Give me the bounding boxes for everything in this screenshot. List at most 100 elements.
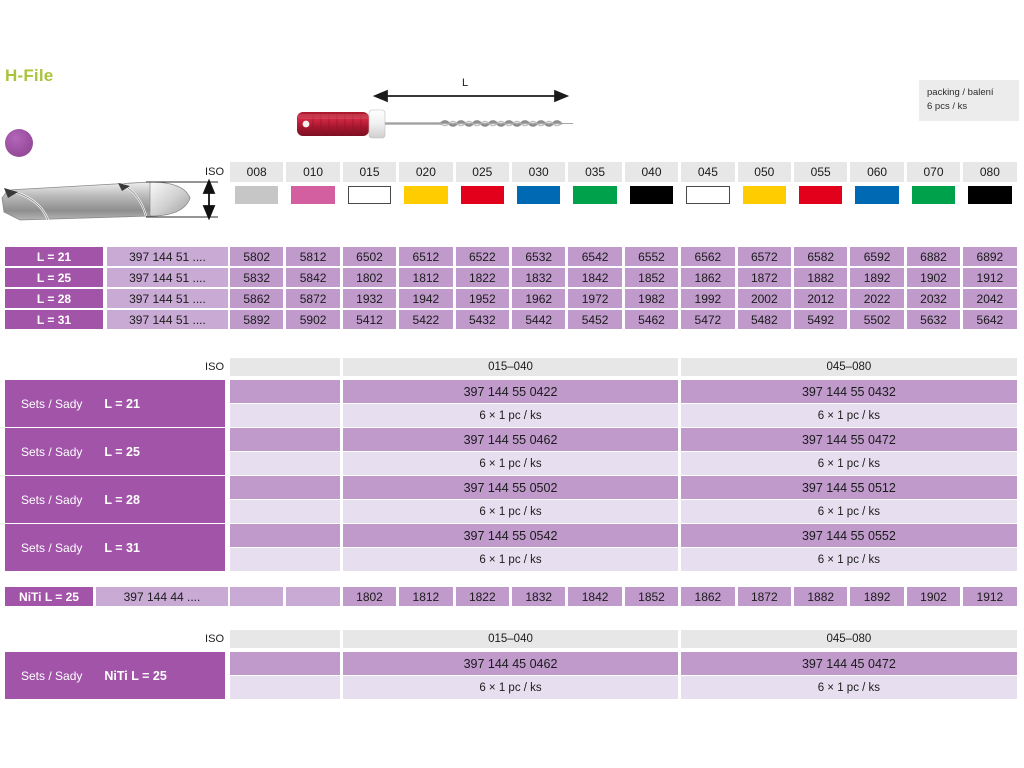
sets-iso-spacer [230,358,340,376]
sets-code-right: 397 144 55 0512 [681,476,1017,499]
row-base-code: 397 144 51 .... [107,289,228,308]
table-cell: 5892 [230,310,284,329]
brand-dot-icon [5,129,33,157]
table-cell: 1982 [624,289,679,308]
table-cell [230,587,284,606]
iso-color-swatch-045 [686,186,730,204]
table-cell: 5832 [230,268,284,287]
table-cell: 1872 [737,587,791,606]
row-length-label: L = 31 [5,310,103,329]
table-cell: 1882 [794,268,848,287]
h-file-instrument-illustration [283,78,593,148]
table-cell: 1862 [681,268,735,287]
table-cell: 2012 [794,289,848,308]
sets-code-right: 397 144 55 0552 [681,524,1017,547]
table-cell: 5452 [568,310,622,329]
sets-code-left: 397 144 55 0422 [342,380,679,403]
table-cell: 5642 [963,310,1017,329]
sets-spacer-cell [230,476,340,499]
sets-label-length: L = 28 [104,492,140,507]
iso-color-swatch-060 [855,186,899,204]
table-cell: 1902 [906,587,961,606]
table-cell: 1822 [455,268,509,287]
sets-spacer-cell [230,380,340,403]
table-cell: 5472 [681,310,735,329]
iso-color-swatch-070 [911,186,956,204]
sets-label-prefix: Sets / Sady [21,396,83,411]
iso-header-cell: 050 [737,162,791,182]
sets-quantity-right: 6 × 1 pc / ks [681,500,1017,523]
table-cell: 1842 [568,587,622,606]
sets-label-length: NiTi L = 25 [104,668,167,683]
iso-header-label: ISO [205,166,224,178]
row-length-label: L = 21 [5,247,103,266]
table-cell: 6592 [850,247,904,266]
table-cell: 6502 [342,247,397,266]
sets-spacer-cell [230,652,340,675]
table-cell: 2042 [963,289,1017,308]
table-cell: 5862 [230,289,284,308]
file-tip-magnified-illustration [0,168,218,230]
sets-label-length: L = 21 [104,396,140,411]
iso-color-swatch-row [0,186,1024,204]
sets-spacer-cell [230,452,340,475]
iso-header-cell: 015 [342,162,397,182]
table-cell: 6882 [906,247,961,266]
sets-quantity-left: 6 × 1 pc / ks [342,452,679,475]
sets-label-prefix: Sets / Sady [21,668,83,683]
sets-iso-spacer [230,630,340,648]
sets-code-right: 397 144 55 0472 [681,428,1017,451]
table-cell: 1912 [963,587,1017,606]
sets-code-right: 397 144 55 0432 [681,380,1017,403]
table-cell: 1802 [342,268,397,287]
sets-label-length: L = 31 [104,540,140,555]
table-cell: 1882 [794,587,848,606]
iso-color-swatch-030 [517,186,561,204]
row-base-code: 397 144 51 .... [107,247,228,266]
sets-quantity-right: 6 × 1 pc / ks [681,404,1017,427]
table-cell: 1822 [455,587,509,606]
sets-iso-range-left: 015–040 [342,630,679,648]
iso-header-row: ISO 008 010 015 020 025 030 035 040 045 … [0,162,1024,182]
table-cell: 5902 [286,310,340,329]
iso-color-swatch-010 [291,186,335,204]
iso-header-cell: 070 [906,162,961,182]
iso-header-cell: 060 [850,162,904,182]
table-cell: 1952 [455,289,509,308]
sets-iso-label: ISO [205,361,224,373]
iso-header-cell: 030 [512,162,566,182]
row-length-label: L = 28 [5,289,103,308]
iso-header-cell: 008 [230,162,284,182]
iso-header-cell: 080 [963,162,1017,182]
table-cell: 6532 [512,247,566,266]
table-cell: 5462 [624,310,679,329]
table-cell: 1852 [624,268,679,287]
table-cell [286,587,340,606]
table-cell: 5432 [455,310,509,329]
iso-color-swatch-055 [799,186,843,204]
table-cell: 1852 [624,587,679,606]
table-cell: 1802 [342,587,397,606]
table-cell: 6562 [681,247,735,266]
table-cell: 6552 [624,247,679,266]
sets-iso-range-right: 045–080 [681,358,1017,376]
iso-color-swatch-040 [629,186,674,204]
table-cell: 1862 [681,587,735,606]
table-cell: 5502 [850,310,904,329]
iso-header-cell: 035 [568,162,622,182]
sets-iso-range-left: 015–040 [342,358,679,376]
table-cell: 2022 [850,289,904,308]
sets-code-right: 397 144 45 0472 [681,652,1017,675]
table-cell: 1942 [399,289,453,308]
table-cell: 1962 [512,289,566,308]
